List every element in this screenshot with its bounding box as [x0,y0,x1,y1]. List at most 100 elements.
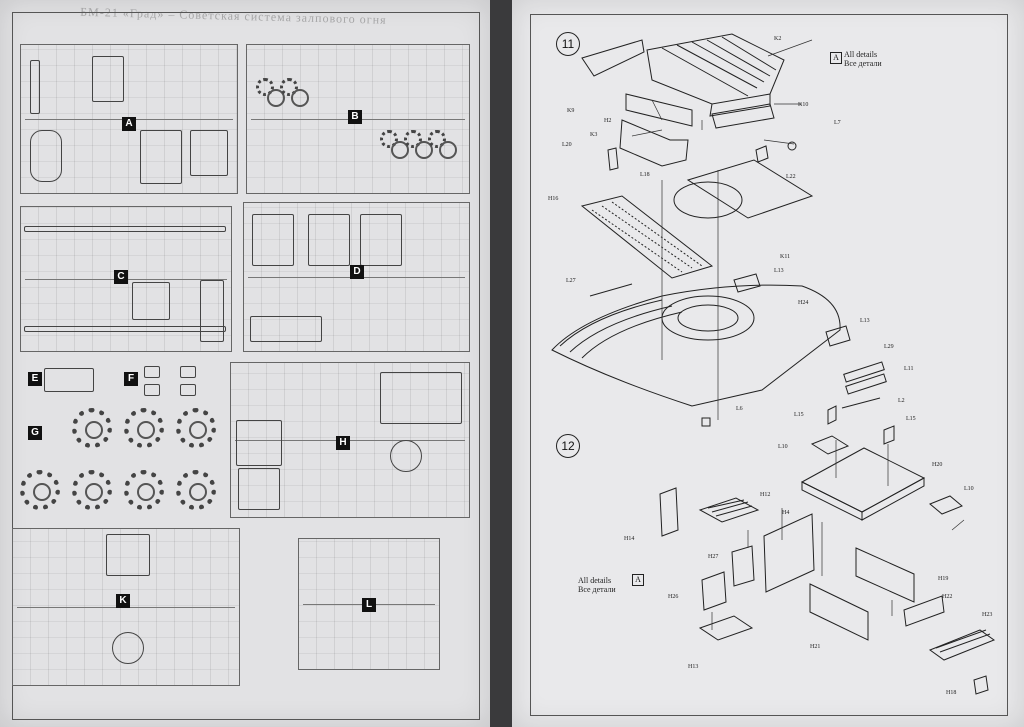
label-k3: K3 [590,132,598,138]
sprue-h-part [238,468,280,510]
sprue-d-part [360,214,402,266]
tire [124,408,164,448]
step-12-diagram [659,405,996,695]
sprue-a-part [140,130,182,184]
tire [20,470,60,510]
sprue-a-part [190,130,228,176]
label-h22: H22 [942,594,953,600]
part-k10 [711,103,775,129]
sprue-b-wheel [280,78,309,107]
label-l13-b: L13 [860,318,870,324]
label-h27: H27 [708,554,719,560]
part-l13-a [733,273,761,293]
part-h22 [903,595,945,627]
part-l20 [607,147,619,171]
part-h21 [809,583,869,641]
part-h16 [580,195,714,279]
label-l2: L2 [898,398,905,404]
all-details-note-top: All details Все детали [844,50,882,68]
label-h16: H16 [548,196,559,202]
label-h14: H14 [624,536,635,542]
label-l20: L20 [562,142,572,148]
sprue-f-part [144,366,160,378]
sprue-d-part [252,214,294,266]
step-12-number: 12 [556,434,580,458]
label-h19: H19 [938,576,949,582]
all-details-box-top: A [830,52,842,64]
label-l15-b: L15 [906,416,916,422]
sprue-a-part [30,60,40,114]
sprue-f-part [180,384,196,396]
label-l10-b: L10 [964,486,974,492]
tire [72,408,112,448]
part-l27 [589,283,633,297]
part-l29 [843,361,887,395]
part-k3 [619,119,689,167]
sprue-label-k: K [116,594,130,608]
part-h12 [698,497,760,523]
tire [176,470,216,510]
sprue-f-part [144,384,160,396]
label-h21: H21 [810,644,821,650]
part-h2 [625,93,693,127]
sprue-h [230,362,470,518]
sprue-h-part [390,440,422,472]
label-l10-a: L10 [778,444,788,450]
all-details-line2: Все детали [578,585,616,594]
part-h18 [973,675,989,695]
sprue-label-e: E [28,372,42,386]
part-h27 [731,545,755,587]
all-details-box-bottom: A [632,574,644,586]
label-l15-a: L15 [794,412,804,418]
part-l10-a [810,435,850,455]
sprue-overview-frame [12,12,480,720]
right-page-assembly-steps: 11 [512,0,1024,727]
part-h23 [928,629,996,661]
sprue-a-part [92,56,124,102]
label-h13: H13 [688,664,699,670]
tire [72,470,112,510]
sprue-c-part [24,226,226,232]
label-l18: L18 [640,172,650,178]
part-l13-b [825,325,851,347]
instruction-frame [530,14,1008,716]
sprue-a-part [30,130,62,182]
sprue-h-part [236,420,282,466]
sprue-label-l: L [362,598,376,612]
sprue-b-wheel [428,130,457,159]
sprue-f-part [180,366,196,378]
label-l29: L29 [884,344,894,350]
sprue-c-part [24,326,226,332]
left-page-sprue-overview: БМ-21 «Град» – Советская система залпово… [0,0,490,727]
sprue-label-f: F [124,372,138,386]
label-l13-a: L13 [774,268,784,274]
all-details-line1: All details [578,576,612,585]
label-h2: H2 [604,118,612,124]
label-l27: L27 [566,278,576,284]
sprue-b-wheel [256,78,285,107]
part-k9 [581,39,645,77]
part-k2 [646,33,785,117]
label-h23: H23 [982,612,993,618]
step-11-number: 11 [556,32,580,56]
part-turntable-ring [673,181,743,219]
label-l11: L11 [904,366,914,372]
label-k9: K9 [567,108,575,114]
sprue-label-g: G [28,426,42,440]
tire [124,470,164,510]
all-details-line2: Все детали [844,59,882,68]
label-h20: H20 [932,462,943,468]
all-details-line1: All details [844,50,878,59]
label-k2: K2 [774,36,782,42]
sprue-k-part [106,534,150,576]
part-h20 [800,447,926,521]
sprue-c-part [200,280,224,342]
part-h14 [659,487,679,537]
label-k10: K10 [798,102,809,108]
label-l22: L22 [786,174,796,180]
sprue-d-part [308,214,350,266]
part-chassis-frame [686,159,814,219]
sprue-a [20,44,238,194]
sprue-d-part [250,316,322,342]
sprue-label-c: C [114,270,128,284]
